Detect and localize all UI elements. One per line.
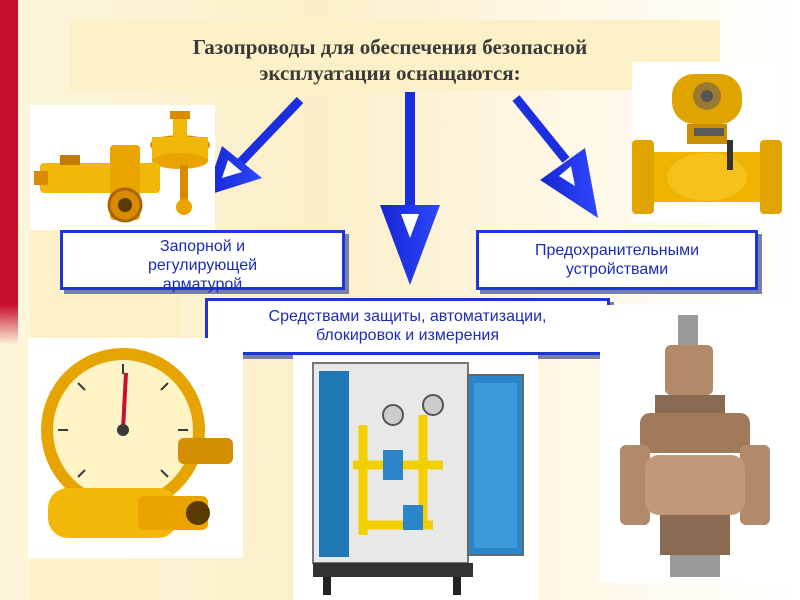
- accent-bar-fade: [0, 305, 18, 345]
- background-panel: [30, 560, 160, 600]
- accent-bar: [0, 0, 18, 305]
- pressure-gauge-photo: [28, 338, 243, 558]
- arrow-left-icon: [205, 96, 304, 196]
- box-line: арматурой: [162, 276, 243, 293]
- background-panel: [70, 20, 720, 90]
- safety-valve-photo: [632, 62, 782, 222]
- box-line: Средствами защиты, автоматизации,: [268, 308, 547, 325]
- box-line: блокировок и измерения: [315, 327, 500, 344]
- relief-valve-photo: [600, 305, 790, 583]
- box-line: устройствами: [565, 261, 669, 278]
- box-line: Предохранительными: [534, 242, 700, 259]
- gas-regulator-photo: [30, 105, 215, 230]
- gas-cabinet-photo: [293, 355, 538, 600]
- arrow-right-icon: [512, 95, 598, 218]
- box-line: Запорной и: [159, 238, 246, 255]
- slide-title: Газопроводы для обеспечения безопасной э…: [130, 34, 650, 86]
- title-line-2: эксплуатации оснащаются:: [259, 61, 521, 85]
- title-line-1: Газопроводы для обеспечения безопасной: [192, 35, 588, 59]
- safety-devices-box: Предохранительными устройствами: [476, 230, 758, 290]
- arrow-center-icon: [380, 92, 440, 285]
- shutoff-fittings-box: Запорной и регулирующей арматурой: [60, 230, 345, 293]
- protection-automation-box: Средствами защиты, автоматизации, блокир…: [205, 298, 610, 355]
- box-line: регулирующей: [147, 257, 258, 274]
